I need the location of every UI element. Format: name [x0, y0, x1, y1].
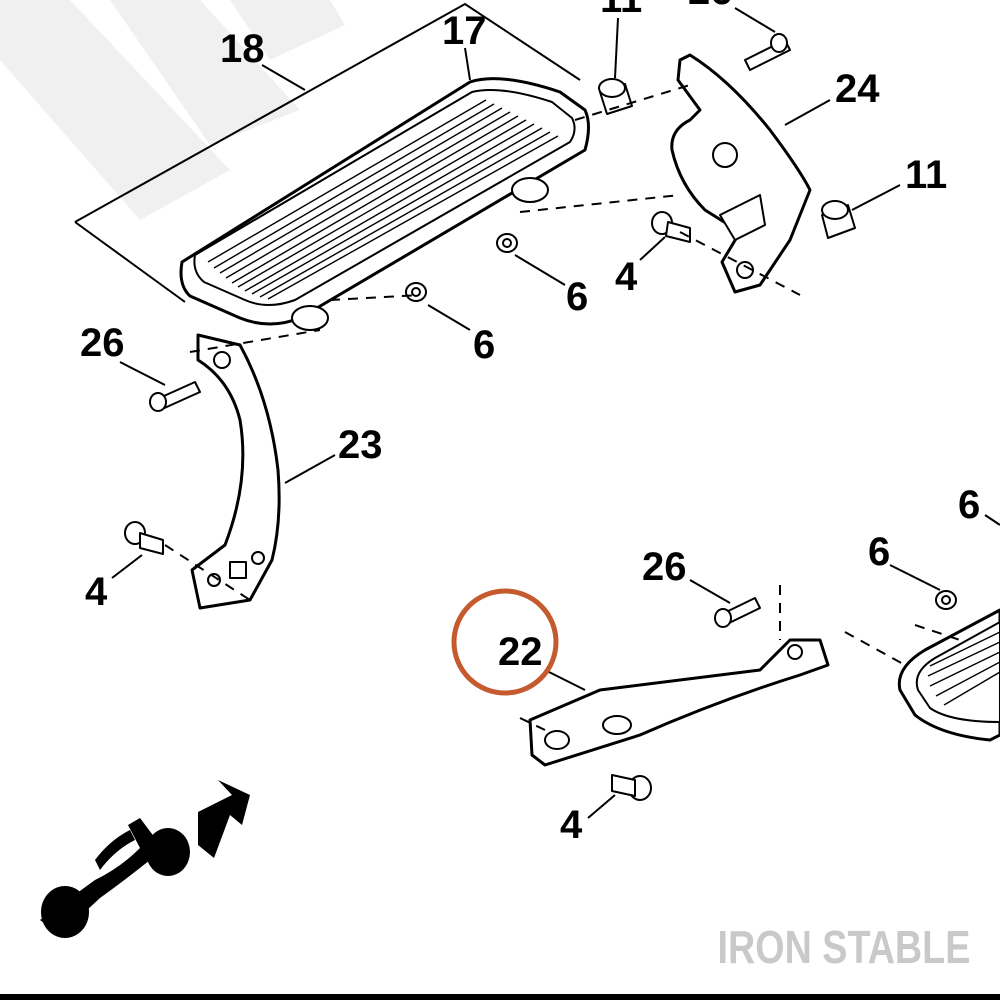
- assembly-dash-lines: [164, 84, 961, 731]
- forward-arrow-icon: [198, 780, 250, 858]
- bracket-24: [670, 53, 812, 294]
- callout-11-top: 11: [600, 0, 642, 21]
- floorboard-ribs: [207, 99, 559, 300]
- bolt-icon: [149, 381, 201, 412]
- bottom-rule: [0, 994, 1000, 1000]
- callouts: 18 17 11 26 24 11 6 4 6 26 23 4 26 6 6 2…: [80, 0, 980, 847]
- bolt-icon: [714, 597, 761, 628]
- nut-icon: [405, 282, 427, 302]
- bushing-icon: [821, 200, 856, 239]
- callout-4-a: 4: [615, 255, 638, 299]
- motorcycle-direction-icon: [40, 818, 190, 938]
- callout-11-right: 11: [905, 153, 947, 197]
- callout-4-c: 4: [560, 803, 583, 847]
- nut-icon: [935, 590, 957, 610]
- callout-22: 22: [498, 630, 543, 674]
- screw-icon: [651, 211, 691, 243]
- callout-6-c: 6: [868, 530, 890, 574]
- callout-6-b: 6: [473, 323, 495, 367]
- floorboard-upper: [179, 77, 590, 331]
- callout-23: 23: [338, 423, 383, 467]
- background-stripes: [0, 0, 345, 220]
- callout-26-mid: 26: [642, 545, 687, 589]
- callout-26-top: 26: [688, 0, 733, 13]
- floorboard-lower: [897, 608, 1000, 742]
- watermark: IRON STABLE: [717, 921, 970, 973]
- screw-icon: [124, 521, 164, 555]
- nut-icon: [496, 233, 518, 253]
- arm-22: [528, 638, 830, 767]
- callout-6-d: 6: [958, 483, 980, 527]
- callout-24: 24: [835, 67, 880, 111]
- callout-17: 17: [442, 9, 487, 53]
- callout-26-left: 26: [80, 321, 125, 365]
- callout-4-b: 4: [85, 570, 108, 614]
- arm-23: [190, 333, 281, 610]
- screw-icon: [611, 774, 652, 801]
- bolt-icon: [744, 33, 791, 71]
- highlight-circle: [451, 588, 559, 696]
- leader-lines: [111, 7, 1000, 819]
- bushing-icon: [598, 78, 633, 115]
- callout-6-a: 6: [566, 275, 588, 319]
- callout-18: 18: [220, 27, 265, 71]
